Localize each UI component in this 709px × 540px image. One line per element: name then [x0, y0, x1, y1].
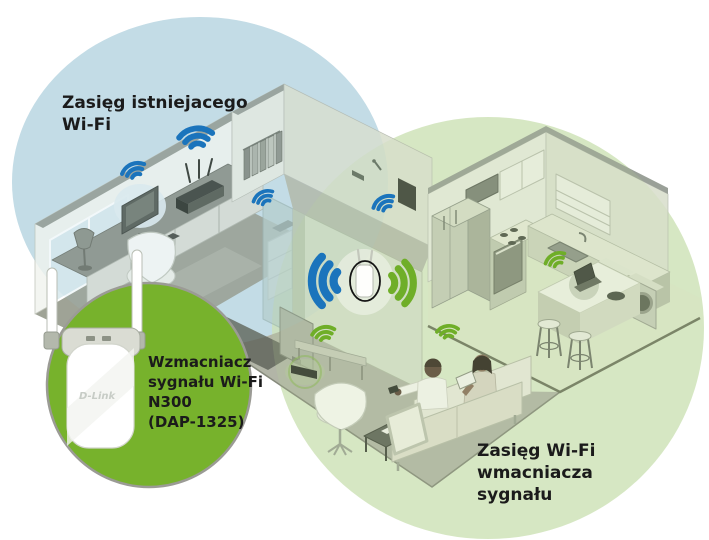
extender-wifi-range-label: Zasięg Wi-Fi wmacniacza sygnału — [477, 441, 596, 506]
sofa — [385, 354, 532, 471]
media-player — [291, 365, 317, 379]
stove — [489, 219, 547, 311]
device-callout: D-Link — [43, 249, 253, 489]
bar-stool — [536, 319, 562, 358]
upper-cabinet — [499, 149, 545, 201]
desk-lamp — [73, 228, 95, 271]
wifi-signal-icon — [392, 262, 414, 304]
wall-tv — [398, 178, 416, 211]
existing-wifi-range-label: Zasięg istniejacego Wi-Fi — [62, 93, 248, 136]
existing-range-tint — [12, 17, 388, 347]
extender-range-tint — [272, 117, 704, 539]
closet — [231, 83, 438, 248]
living-armchair — [313, 382, 367, 456]
wall-repeater — [334, 248, 394, 315]
fruit-bowl — [607, 291, 625, 301]
kitchen-island — [537, 261, 641, 344]
living-room — [279, 306, 532, 471]
hanging-clothes — [243, 130, 283, 181]
wall-shelf-item — [352, 170, 364, 181]
sink — [547, 241, 589, 263]
dlink-logo: D-Link — [79, 391, 117, 402]
callout-device-label: Wzmacniacz sygnału Wi-Fi N300 (DAP-1325) — [148, 353, 264, 432]
wifi-router — [176, 158, 224, 214]
refrigerator — [431, 197, 491, 309]
bar-stool — [567, 331, 593, 370]
laptop — [573, 262, 602, 292]
wall-keys — [372, 159, 382, 171]
wall-cabinet — [555, 173, 611, 236]
kitchen — [427, 126, 671, 370]
extender-device: D-Link — [43, 249, 146, 449]
wifi-signal-icon — [312, 257, 337, 305]
repeater-highlight-circle — [349, 260, 381, 302]
person-with-remote — [388, 358, 449, 411]
